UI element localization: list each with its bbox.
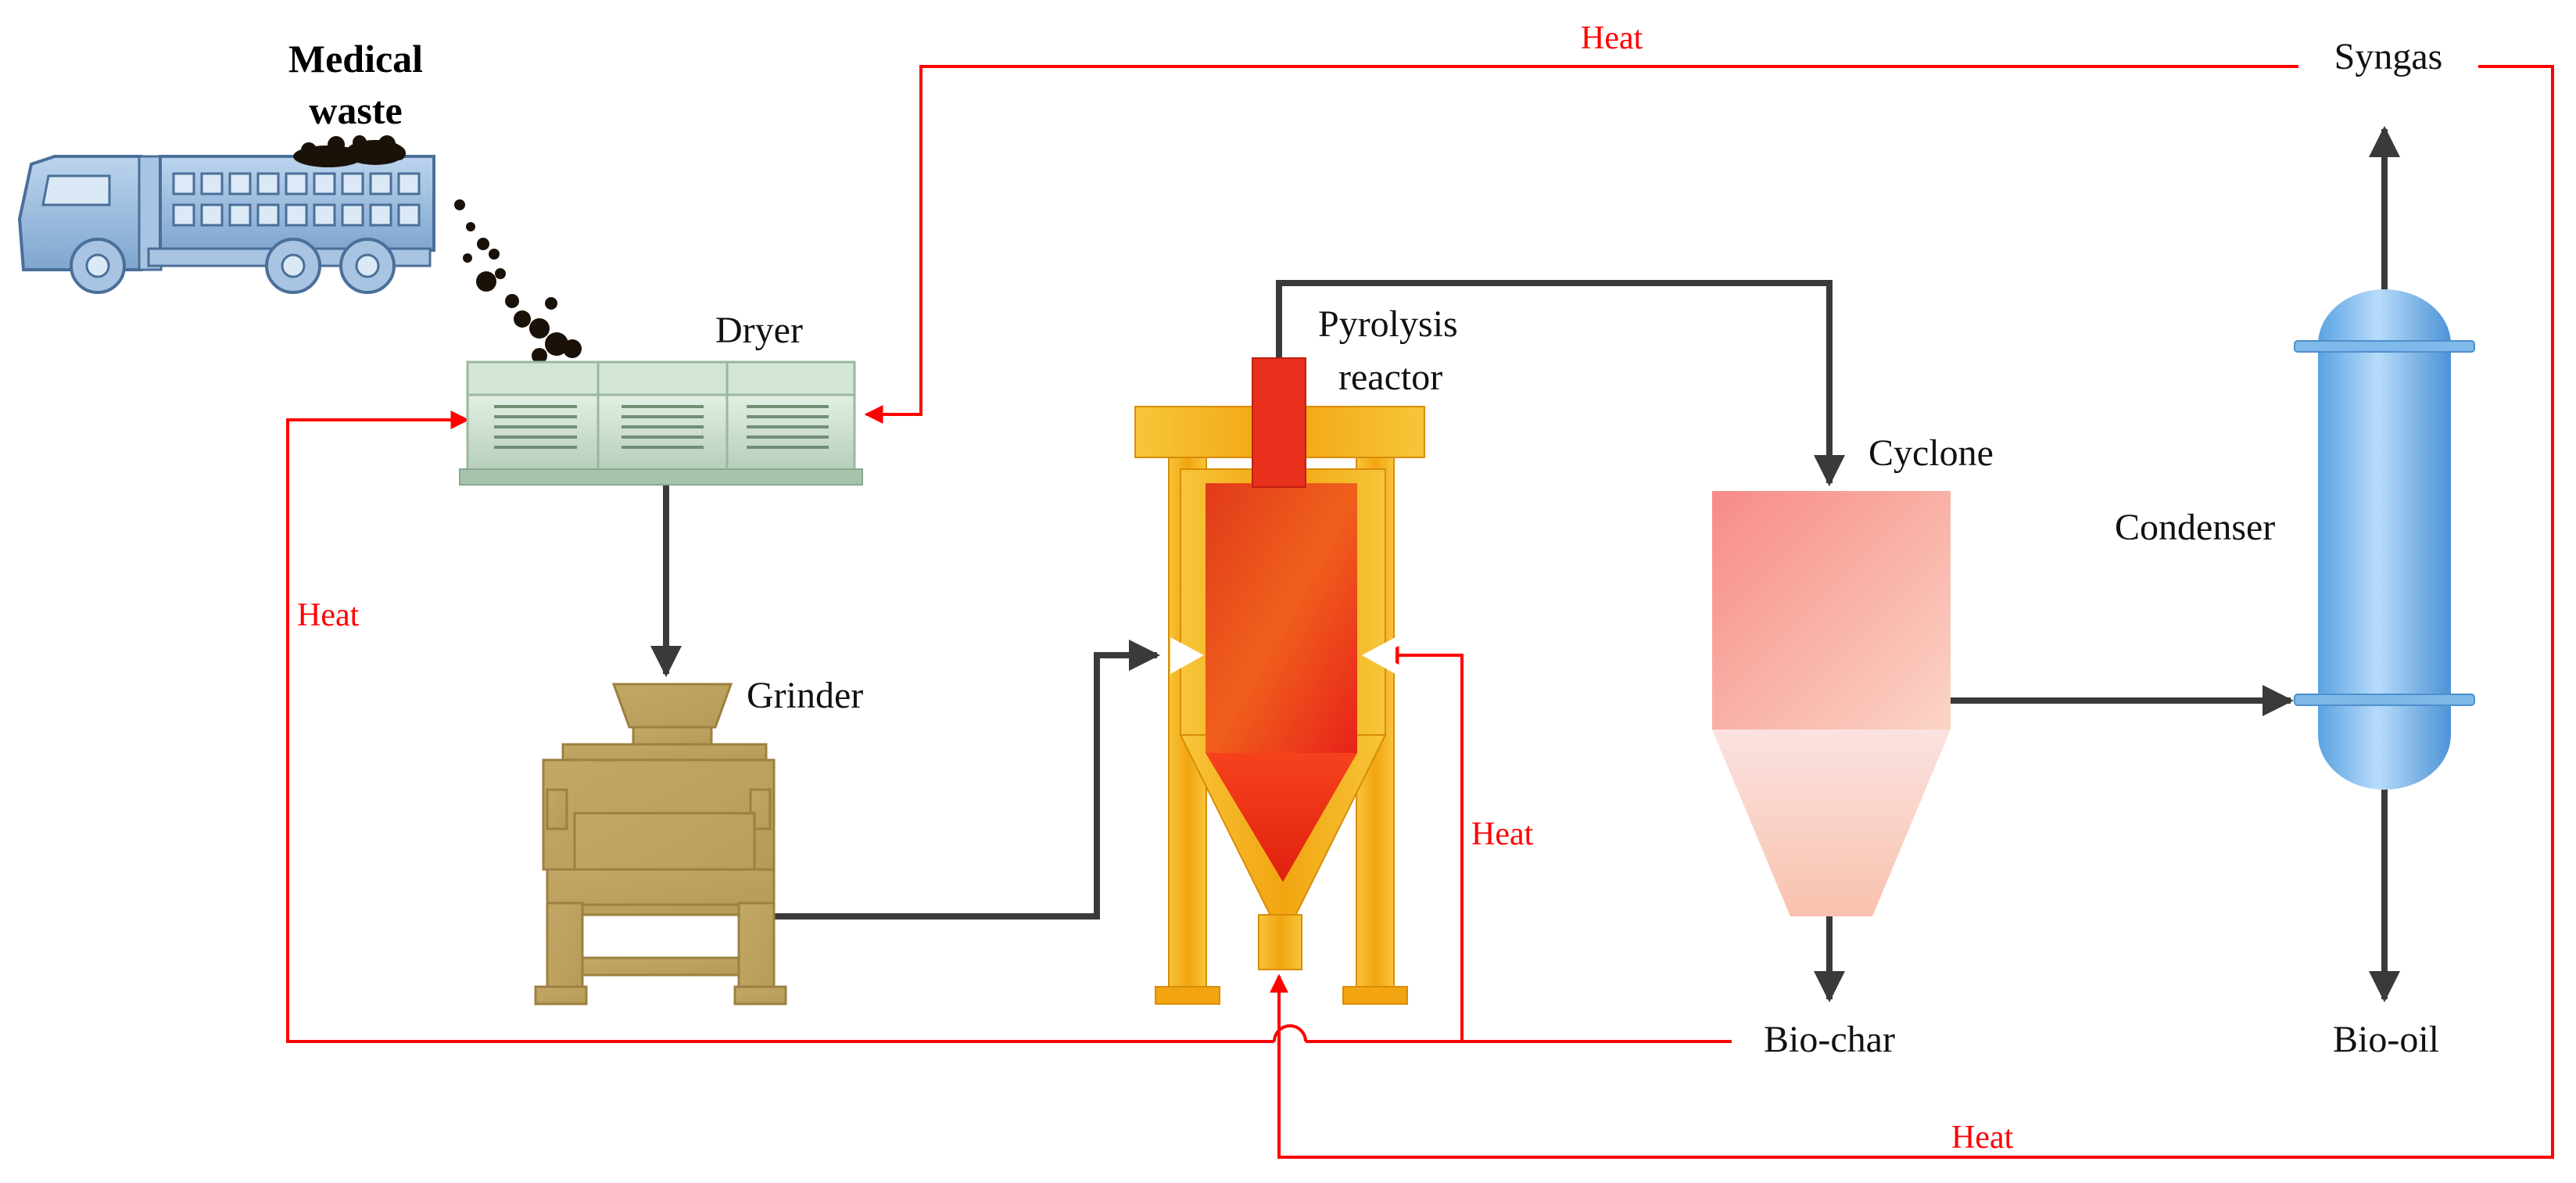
truck-icon	[17, 135, 435, 294]
condenser-icon	[2294, 289, 2475, 790]
dryer-icon	[459, 360, 863, 486]
label-bio-char: Bio-char	[1764, 1019, 1895, 1060]
label-heat-bottom: Heat	[1951, 1120, 2014, 1156]
label-cyclone: Cyclone	[1868, 432, 1994, 474]
label-heat-left: Heat	[297, 597, 360, 633]
heat-line-syngas-to-dryer	[864, 65, 2298, 424]
label-bio-oil: Bio-oil	[2333, 1019, 2439, 1060]
label-syngas: Syngas	[2334, 36, 2443, 77]
label-pyrolysis-line2: reactor	[1338, 357, 1442, 398]
label-heat-mid: Heat	[1471, 816, 1534, 852]
label-condenser: Condenser	[2115, 507, 2275, 548]
label-medical-waste-line2: waste	[309, 88, 402, 132]
waste-particles-icon	[454, 199, 582, 364]
label-medical-waste-line1: Medical	[288, 37, 423, 81]
flow-reactor-to-cyclone	[1276, 280, 1845, 486]
label-dryer: Dryer	[715, 310, 803, 351]
label-pyrolysis-line1: Pyrolysis	[1318, 303, 1458, 345]
heat-line-hop	[1273, 1024, 1307, 1042]
heat-line-biochar-to-dryer-left	[286, 410, 1274, 1043]
labels: Medical waste Dryer Grinder Pyrolysis re…	[288, 20, 2442, 1156]
pyrolysis-reactor-icon	[1134, 357, 1425, 1005]
grinder-icon	[534, 683, 787, 1006]
label-grinder: Grinder	[747, 675, 863, 716]
material-flows	[650, 126, 2400, 1002]
label-heat-top: Heat	[1581, 20, 1643, 56]
cyclone-icon	[1712, 491, 1951, 916]
heat-line-syngas-to-reactor	[1270, 65, 2554, 1159]
heat-flows	[286, 65, 2554, 1159]
heat-line-biochar-to-reactor	[1380, 646, 1464, 1041]
flow-grinder-to-reactor	[770, 640, 1160, 920]
